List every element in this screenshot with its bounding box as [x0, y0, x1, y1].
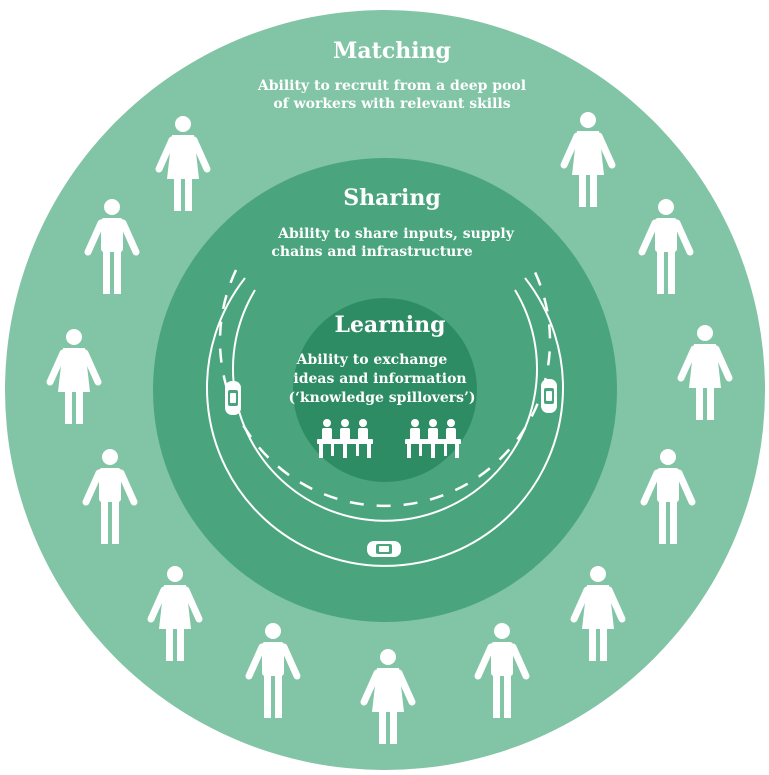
matching-desc-line-1: Ability to recruit from a deep pool [257, 78, 526, 94]
learning-title: Learning [334, 312, 445, 338]
sharing-desc-line-2: chains and infrastructure [271, 244, 472, 260]
car-icon [367, 541, 401, 557]
meeting-table-icon [317, 419, 373, 458]
worker-figure-dress-icon [147, 566, 203, 661]
meetings-group [317, 419, 461, 458]
meeting-table-icon [405, 419, 461, 458]
worker-figure-dress-icon [360, 649, 416, 744]
learning-desc-line-1: Ability to exchange [296, 352, 448, 368]
sharing-title: Sharing [343, 185, 440, 211]
worker-figure-icon [84, 199, 140, 294]
matching-title: Matching [333, 38, 451, 64]
worker-figure-icon [474, 623, 530, 718]
sharing-desc-line-1: Ability to share inputs, supply [277, 226, 515, 242]
car-icon [225, 381, 241, 415]
car-icon [541, 379, 557, 413]
road-outer-edge [206, 277, 564, 567]
worker-figure-dress-icon [46, 329, 102, 424]
learning-desc-line-2: ideas and information [293, 371, 466, 387]
worker-figure-icon [638, 199, 694, 294]
worker-figure-dress-icon [677, 325, 733, 420]
worker-figure-dress-icon [570, 566, 626, 661]
worker-figure-dress-icon [155, 116, 211, 211]
cars-group [225, 379, 557, 557]
workers-group [46, 112, 733, 744]
road-center-dashes [218, 269, 552, 508]
worker-figure-dress-icon [560, 112, 616, 207]
worker-figure-icon [640, 449, 696, 544]
learning-desc-line-3: (‘knowledge spillovers’) [288, 390, 475, 406]
worker-figure-icon [245, 623, 301, 718]
matching-desc-line-2: of workers with relevant skills [273, 96, 510, 112]
worker-figure-icon [82, 449, 138, 544]
